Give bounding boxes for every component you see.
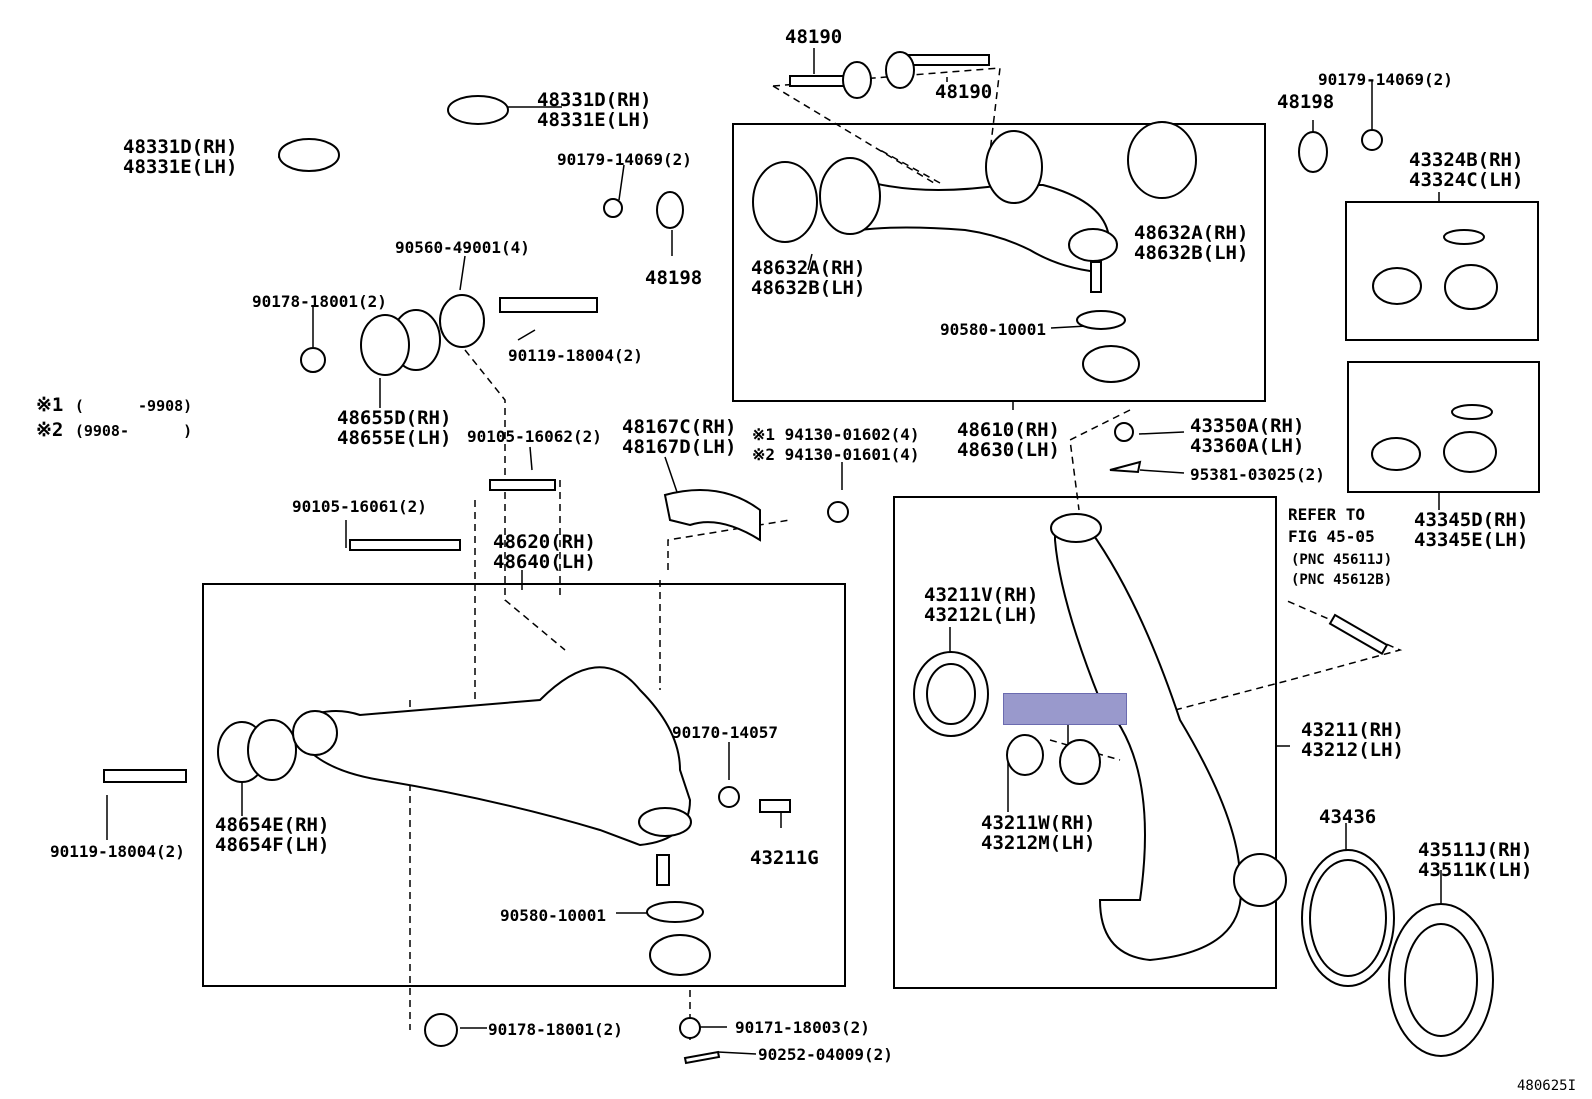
- label-90119-left[interactable]: 90119-18004(2): [50, 842, 185, 861]
- knuckle-box: [893, 496, 1277, 989]
- refer-pnc-2[interactable]: (PNC 45612B): [1291, 572, 1393, 588]
- label-43324-rh: 43324B(RH): [1409, 149, 1524, 171]
- label-43211v-rh: 43211V(RH): [924, 584, 1039, 606]
- label-90580-bottom[interactable]: 90580-10001: [500, 906, 606, 925]
- label-48331-top[interactable]: 48331D(RH) 48331E(LH): [537, 90, 651, 130]
- label-43324[interactable]: 43324B(RH) 43324C(LH): [1409, 150, 1523, 190]
- label-43511-lh: 43511K(LH): [1418, 859, 1533, 881]
- label-48331-left-rh: 48331D(RH): [123, 136, 238, 158]
- label-43211v-lh: 43212L(LH): [924, 604, 1039, 626]
- label-48331-top-rh: 48331D(RH): [537, 89, 652, 111]
- label-94130-2: ※2 94130-01601(4): [752, 445, 920, 464]
- label-48610[interactable]: 48610(RH) 48630(LH): [957, 420, 1060, 460]
- legend-row-2-range: (9908- ): [74, 422, 193, 440]
- label-90171[interactable]: 90171-18003(2): [735, 1018, 870, 1037]
- legend-row-2-mark: ※2: [36, 419, 64, 441]
- label-43211w-rh: 43211W(RH): [981, 812, 1096, 834]
- label-48331-top-lh: 48331E(LH): [537, 109, 652, 131]
- label-48654-lh: 48654F(LH): [215, 834, 330, 856]
- label-48198-mid[interactable]: 48198: [645, 267, 703, 289]
- label-48632-right[interactable]: 48632A(RH) 48632B(LH): [1134, 223, 1248, 263]
- label-43345[interactable]: 43345D(RH) 43345E(LH): [1414, 510, 1528, 550]
- label-94130-1: ※1 94130-01602(4): [752, 425, 920, 444]
- boot-kit-box-1: [1345, 201, 1539, 341]
- label-90252[interactable]: 90252-04009(2): [758, 1045, 893, 1064]
- label-43211w[interactable]: 43211W(RH) 43212M(LH): [981, 813, 1095, 853]
- label-43211[interactable]: 43211(RH) 43212(LH): [1301, 720, 1404, 760]
- label-43324-lh: 43324C(LH): [1409, 169, 1524, 191]
- label-43350-lh: 43360A(LH): [1190, 435, 1305, 457]
- diagram-id: 480625I: [1517, 1078, 1577, 1094]
- label-48620-rh: 48620(RH): [493, 531, 596, 553]
- label-90178-bottom[interactable]: 90178-18001(2): [488, 1020, 623, 1039]
- label-90105-16062[interactable]: 90105-16062(2): [467, 427, 602, 446]
- label-90170[interactable]: 90170-14057: [672, 723, 778, 742]
- label-48632-left-rh: 48632A(RH): [751, 257, 866, 279]
- refer-to[interactable]: REFER TO: [1288, 505, 1366, 524]
- lower-arm-box: [202, 583, 846, 987]
- legend-row-1: ※1 ( -9908): [36, 395, 192, 416]
- boot-kit-box-2: [1347, 361, 1540, 493]
- label-43350[interactable]: 43350A(RH) 43360A(LH): [1190, 416, 1304, 456]
- label-48632-right-lh: 48632B(LH): [1134, 242, 1249, 264]
- label-43345-rh: 43345D(RH): [1414, 509, 1529, 531]
- label-90105-16061[interactable]: 90105-16061(2): [292, 497, 427, 516]
- label-48190-right[interactable]: 48190: [935, 81, 993, 103]
- label-90119-top[interactable]: 90119-18004(2): [508, 346, 643, 365]
- label-43436[interactable]: 43436: [1319, 806, 1377, 828]
- label-48620[interactable]: 48620(RH) 48640(LH): [493, 532, 596, 572]
- label-90179-right[interactable]: 90179-14069(2): [1318, 70, 1453, 89]
- label-48655-lh: 48655E(LH): [337, 427, 452, 449]
- refer-pnc-1[interactable]: (PNC 45611J): [1291, 552, 1393, 568]
- label-43345-lh: 43345E(LH): [1414, 529, 1529, 551]
- label-48167[interactable]: 48167C(RH) 48167D(LH): [622, 417, 736, 457]
- label-48198-right[interactable]: 48198: [1277, 91, 1335, 113]
- label-48331-left-lh: 48331E(LH): [123, 156, 238, 178]
- label-48632-left-lh: 48632B(LH): [751, 277, 866, 299]
- label-94130[interactable]: ※1 94130-01602(4) ※2 94130-01601(4): [752, 425, 920, 465]
- label-48331-left[interactable]: 48331D(RH) 48331E(LH): [123, 137, 237, 177]
- label-43211-rh: 43211(RH): [1301, 719, 1404, 741]
- label-95381[interactable]: 95381-03025(2): [1190, 465, 1325, 484]
- label-90179-mid[interactable]: 90179-14069(2): [557, 150, 692, 169]
- label-43211g[interactable]: 43211G: [750, 847, 819, 869]
- label-43350-rh: 43350A(RH): [1190, 415, 1305, 437]
- label-90580-top[interactable]: 90580-10001: [940, 320, 1046, 339]
- label-48190-top[interactable]: 48190: [785, 26, 843, 48]
- label-48654[interactable]: 48654E(RH) 48654F(LH): [215, 815, 329, 855]
- legend-row-2: ※2 (9908- ): [36, 420, 192, 441]
- label-90178-top[interactable]: 90178-18001(2): [252, 292, 387, 311]
- refer-fig[interactable]: FIG 45-05: [1288, 527, 1375, 546]
- label-48610-lh: 48630(LH): [957, 439, 1060, 461]
- label-48655[interactable]: 48655D(RH) 48655E(LH): [337, 408, 451, 448]
- label-43511-rh: 43511J(RH): [1418, 839, 1533, 861]
- label-43211w-lh: 43212M(LH): [981, 832, 1096, 854]
- label-43511[interactable]: 43511J(RH) 43511K(LH): [1418, 840, 1532, 880]
- label-43211v[interactable]: 43211V(RH) 43212L(LH): [924, 585, 1038, 625]
- label-48620-lh: 48640(LH): [493, 551, 596, 573]
- legend-row-1-range: ( -9908): [74, 397, 193, 415]
- label-90560[interactable]: 90560-49001(4): [395, 238, 530, 257]
- label-48610-rh: 48610(RH): [957, 419, 1060, 441]
- highlighted-part-marker: [1003, 693, 1127, 725]
- label-48167-rh: 48167C(RH): [622, 416, 737, 438]
- label-48167-lh: 48167D(LH): [622, 436, 737, 458]
- upper-arm-box: [732, 123, 1266, 402]
- label-48654-rh: 48654E(RH): [215, 814, 330, 836]
- legend-row-1-mark: ※1: [36, 394, 64, 416]
- label-43211-lh: 43212(LH): [1301, 739, 1404, 761]
- label-48632-right-rh: 48632A(RH): [1134, 222, 1249, 244]
- label-48632-left[interactable]: 48632A(RH) 48632B(LH): [751, 258, 865, 298]
- label-48655-rh: 48655D(RH): [337, 407, 452, 429]
